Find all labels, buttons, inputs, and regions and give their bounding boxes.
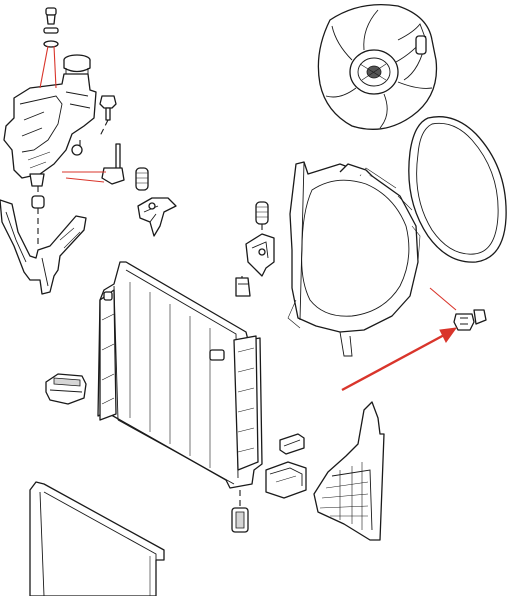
coolant-reservoir: [3, 73, 97, 187]
radiator-upper-mount-bracket: [245, 233, 275, 277]
radiator-upper-insulator: [235, 277, 251, 297]
fan-shroud: [287, 161, 421, 357]
callout-leaders-red: [39, 45, 106, 183]
bleed-screw: [99, 95, 117, 121]
cooling-fan: [317, 3, 438, 130]
callout-leader-line: [429, 287, 457, 311]
reservoir-mount-bracket: [0, 195, 87, 295]
shroud-retaining-clip: [453, 309, 487, 331]
radiator-lower-support-left: [45, 373, 87, 405]
lower-mount-bracket: [265, 461, 307, 499]
upper-radiator-mount: [137, 197, 177, 237]
reservoir-cap-screw: [43, 7, 59, 48]
air-deflector: [313, 401, 385, 541]
radiator: [97, 261, 263, 489]
lower-radiator-insulator: [231, 507, 249, 533]
fan-sealing-ring: [408, 116, 507, 263]
callout-arrow: [341, 327, 458, 392]
reservoir-bracket-bolt: [101, 143, 125, 185]
reservoir-cap: [63, 54, 91, 78]
spring-clip: [255, 201, 269, 225]
hose-clip: [135, 167, 149, 191]
lower-insulator: [279, 433, 305, 455]
ac-condenser: [29, 481, 165, 596]
